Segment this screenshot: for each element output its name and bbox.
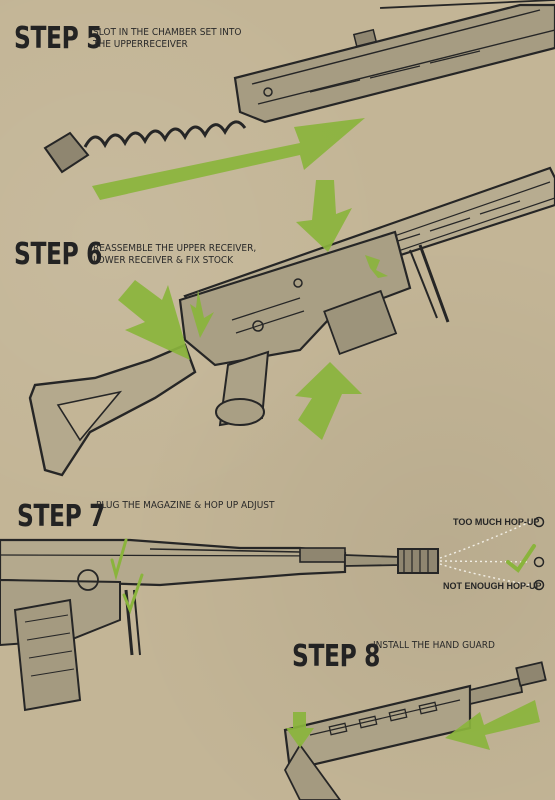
step-8-description: INSTALL THE HAND GUARD (373, 640, 495, 651)
checkmark-icon (122, 573, 144, 615)
rifle-illustration-step7 (0, 521, 531, 712)
direction-arrow (190, 290, 214, 338)
not-enough-hop-up-label: NOT ENOUGH HOP-UP (443, 581, 542, 591)
step-7-title: STEP 7 (17, 499, 106, 534)
direction-arrow (118, 280, 190, 360)
hop-up-target-circle (533, 516, 545, 528)
step-6-title: STEP 6 (14, 237, 103, 272)
direction-arrow (445, 700, 540, 750)
direction-arrow (286, 712, 314, 748)
direction-arrow (295, 362, 362, 440)
step-6-description-line1: REASSEMBLE THE UPPER RECEIVER, (93, 243, 257, 254)
step-8-title: STEP 8 (292, 639, 381, 674)
handguard-illustration (283, 661, 547, 800)
direction-arrow (296, 180, 352, 252)
step-7-description: PLUG THE MAGAZINE & HOP UP ADJUST (96, 500, 275, 511)
hop-up-target-circle (533, 556, 545, 568)
direction-arrow (365, 255, 388, 278)
upper-receiver-illustration (233, 0, 555, 124)
step-5-description-line2: THE UPPERRECEIVER (93, 39, 188, 50)
too-much-hop-up-label: TOO MUCH HOP-UP (453, 517, 540, 527)
step-5-title: STEP 5 (14, 21, 103, 56)
direction-arrow (92, 118, 365, 200)
checkmark-icon (110, 538, 128, 581)
step-6-description-line2: LOWER RECEIVER & FIX STOCK (93, 255, 234, 266)
hop-up-target-circle (533, 579, 545, 591)
checkmark-icon (506, 544, 536, 573)
rifle-illustration-step6 (28, 166, 555, 477)
chamber-spring-illustration (43, 120, 247, 174)
step-5-description-line1: SLOT IN THE CHAMBER SET INTO (93, 27, 242, 38)
